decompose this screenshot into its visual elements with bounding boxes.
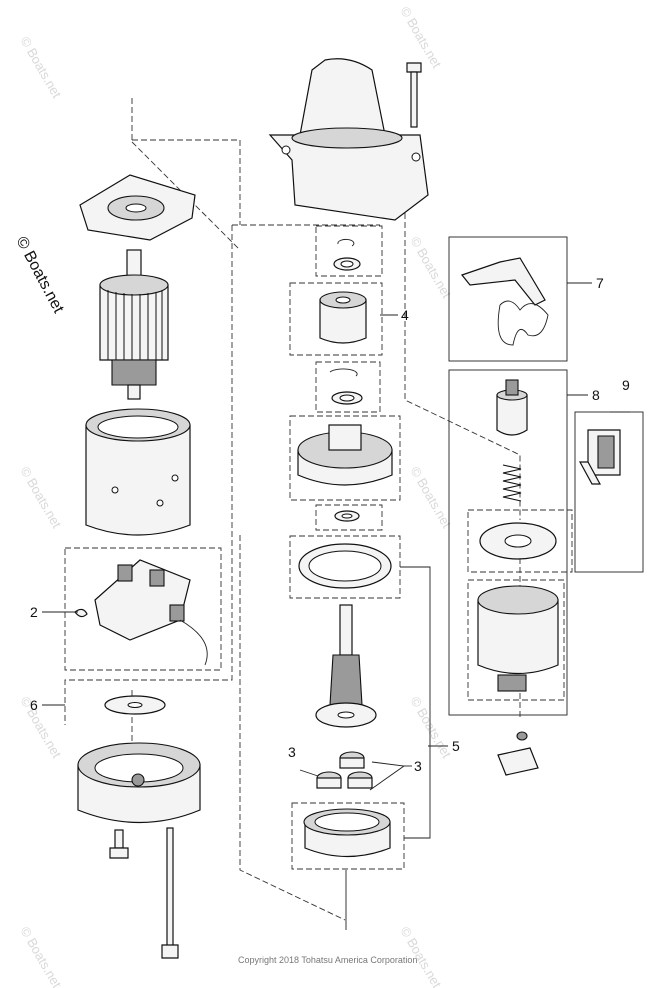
group-box-clip xyxy=(315,225,383,277)
watermark-text: © Boats.net xyxy=(17,924,64,988)
watermark-text: © Boats.net xyxy=(17,694,64,761)
watermark-text: © Boats.net xyxy=(407,464,454,531)
c-clip-and-washer xyxy=(329,368,363,405)
copyright-text: Copyright 2018 Tohatsu America Corporati… xyxy=(238,955,417,965)
group-box-internal-gear xyxy=(291,802,405,870)
group-box-small-washer xyxy=(315,504,383,531)
group-box-9 xyxy=(467,509,573,573)
brush-holder xyxy=(74,559,208,666)
planetary-gears xyxy=(316,751,373,789)
group-box-clutch xyxy=(289,415,401,501)
plunger-spring xyxy=(502,464,522,502)
field-frame-yoke xyxy=(85,408,191,536)
housing-bolt xyxy=(406,62,422,128)
group-box-washer xyxy=(315,361,381,413)
front-housing xyxy=(268,58,429,221)
pinion-gear xyxy=(319,291,367,344)
callout-labels: 2 6 4 7 8 9 5 3 3 xyxy=(30,275,630,774)
watermark-text: © Boats.net xyxy=(407,694,454,761)
callout-3-left: 3 xyxy=(288,744,296,760)
terminal-cover xyxy=(578,429,621,485)
end-cover-bolts xyxy=(109,827,179,959)
watermark-text: © Boats.net xyxy=(17,464,64,531)
callout-5: 5 xyxy=(452,738,460,754)
internal-gear xyxy=(303,808,391,858)
group-box-8 xyxy=(448,369,568,716)
watermark-text: © Boats.net xyxy=(407,234,454,301)
watermark-text: © Boats.net xyxy=(17,34,64,101)
brand-label: © Boats.net xyxy=(12,234,67,316)
callout-9: 9 xyxy=(622,377,630,393)
group-box-2 xyxy=(64,547,222,671)
small-washer xyxy=(334,510,360,522)
watermark-text: © Boats.net xyxy=(397,4,444,71)
internal-gear-plate xyxy=(298,543,392,589)
snap-ring-and-collar xyxy=(333,238,361,271)
solenoid-gasket xyxy=(479,522,557,560)
rear-end-cover xyxy=(77,742,201,824)
callout-2: 2 xyxy=(30,604,38,620)
solenoid-cap xyxy=(497,731,539,776)
clutch-gear-housing xyxy=(297,424,393,486)
callout-leaders xyxy=(42,282,630,930)
armature xyxy=(99,249,169,400)
group-box-7 xyxy=(448,236,568,362)
group-box-4 xyxy=(289,282,383,356)
callout-4: 4 xyxy=(401,307,409,323)
shift-lever-and-spring xyxy=(460,257,549,346)
brush-plate-washer xyxy=(79,174,196,241)
callout-6: 6 xyxy=(30,697,38,713)
group-box-solenoid xyxy=(467,579,565,701)
plunger xyxy=(496,379,528,436)
terminal-cover-box xyxy=(574,411,644,573)
callout-8: 8 xyxy=(592,387,600,403)
solenoid-body xyxy=(477,585,559,692)
washer-6 xyxy=(104,695,166,715)
callout-7: 7 xyxy=(596,275,604,291)
callout-3-right: 3 xyxy=(414,758,422,774)
pinion-shaft xyxy=(315,604,377,728)
